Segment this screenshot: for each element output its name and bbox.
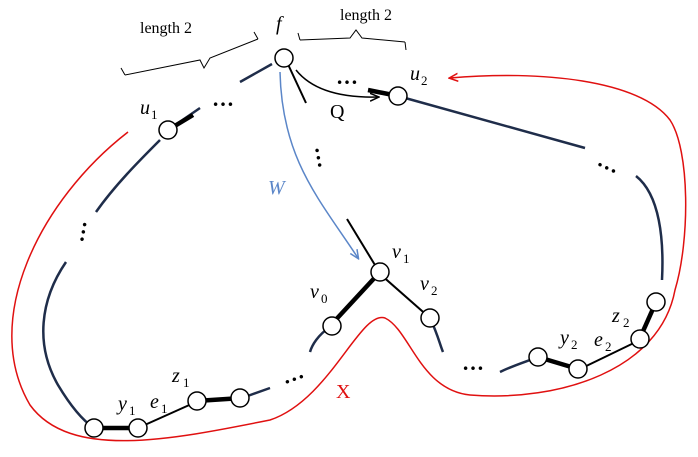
node-z1-left — [187, 391, 207, 411]
label-v0: v — [310, 281, 319, 303]
dots-middle: … — [310, 144, 338, 170]
label-u2: u — [410, 63, 420, 85]
label-y2-sub: 2 — [571, 337, 578, 352]
arrow-w — [279, 71, 358, 258]
label-v1-sub: 1 — [403, 251, 410, 266]
brace-left — [120, 31, 259, 76]
node-z2 — [630, 329, 650, 349]
node-f — [274, 48, 294, 68]
node-u2 — [388, 86, 408, 106]
label-z1-sub: 1 — [183, 375, 190, 390]
path-top-left — [239, 62, 273, 84]
label-z1: z — [171, 365, 180, 387]
dots-top-right: … — [336, 64, 358, 89]
label-v0-sub: 0 — [321, 291, 328, 306]
node-y1-left — [84, 418, 104, 438]
path-u1-down — [94, 139, 161, 213]
label-v2-sub: 2 — [431, 283, 438, 298]
node-z1 — [230, 388, 250, 408]
label-x: X — [336, 381, 351, 403]
dots-right: … — [594, 146, 625, 178]
path-u2-right — [397, 94, 586, 150]
brace-right — [297, 29, 407, 51]
node-y1 — [128, 418, 148, 438]
label-f: f — [276, 13, 284, 35]
dots-bottom-mid: … — [278, 358, 307, 389]
dots-top-left: … — [212, 86, 234, 111]
label-y1: y — [116, 393, 127, 415]
label-u1: u — [140, 97, 150, 119]
label-e1: e — [150, 391, 159, 413]
label-y2: y — [558, 327, 569, 349]
brace-right-label: length 2 — [340, 7, 392, 24]
red-curve-x — [11, 75, 687, 442]
label-y1-sub: 1 — [129, 403, 136, 418]
node-y2 — [568, 359, 588, 379]
label-w: W — [268, 177, 287, 199]
label-v2: v — [420, 273, 429, 295]
nodes — [84, 48, 666, 438]
label-q: Q — [330, 101, 345, 123]
dots-bottom-right: … — [462, 350, 484, 375]
arrow-q — [295, 69, 378, 97]
node-u1 — [158, 120, 178, 140]
node-v2 — [420, 308, 440, 328]
dots-left: … — [63, 218, 91, 244]
label-u2-sub: 2 — [421, 73, 428, 88]
label-e2-sub: 2 — [605, 339, 612, 354]
path-left-lower — [42, 261, 95, 430]
label-z2: z — [611, 305, 620, 327]
label-e2: e — [594, 329, 603, 351]
node-y2-left — [528, 347, 548, 367]
node-v0 — [322, 316, 342, 336]
label-v1: v — [392, 241, 401, 263]
label-z2-sub: 2 — [623, 315, 630, 330]
path-right-upper — [635, 175, 664, 281]
node-v1 — [370, 262, 390, 282]
brace-left-label: length 2 — [140, 20, 192, 37]
node-z2-top — [646, 292, 666, 312]
label-e1-sub: 1 — [161, 401, 168, 416]
label-u1-sub: 1 — [151, 107, 158, 122]
